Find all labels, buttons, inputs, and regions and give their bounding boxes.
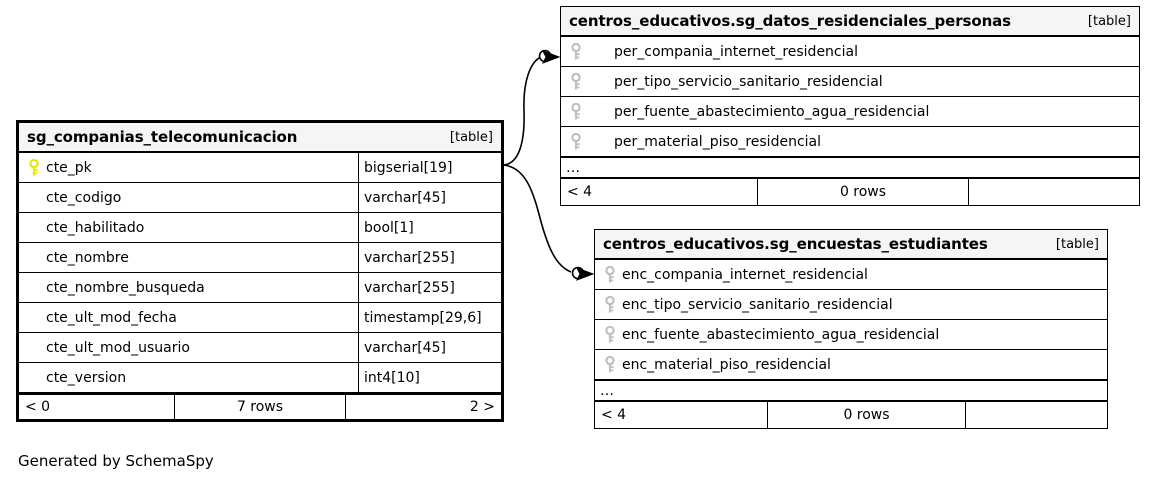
foreign-key-icon (602, 265, 618, 284)
column-name-cell: enc_compania_internet_residencial (595, 260, 1107, 289)
table-title: centros_educativos.sg_encuestas_estudian… (603, 235, 988, 253)
table-row[interactable]: cte_ult_mod_fecha timestamp[29,6] (19, 303, 501, 333)
relationship-optional-marker-encuestas (571, 266, 585, 280)
column-name-cell: per_fuente_abastecimiento_agua_residenci… (561, 97, 1139, 126)
more-columns-indicator: … (561, 157, 1139, 179)
table-row[interactable]: enc_fuente_abastecimiento_agua_residenci… (595, 320, 1107, 350)
column-name-cell: cte_nombre (19, 243, 358, 272)
table-row[interactable]: per_fuente_abastecimiento_agua_residenci… (561, 97, 1139, 127)
footer-row-count: 7 rows (174, 395, 345, 419)
foreign-key-icon (602, 295, 618, 314)
relationship-crowfoot-encuestas (575, 267, 595, 281)
column-name-cell: enc_material_piso_residencial (595, 350, 1107, 379)
column-name: per_tipo_servicio_sanitario_residencial (614, 73, 883, 90)
footer-next-page[interactable] (968, 179, 1139, 205)
foreign-key-icon (568, 42, 584, 61)
column-name: per_compania_internet_residencial (614, 43, 858, 60)
column-type: varchar[255] (358, 273, 501, 302)
column-name-cell: cte_nombre_busqueda (19, 273, 358, 302)
table-row[interactable]: cte_ult_mod_usuario varchar[45] (19, 333, 501, 363)
table-title: centros_educativos.sg_datos_residenciale… (569, 12, 1011, 30)
column-type: varchar[45] (358, 333, 501, 362)
column-name: enc_material_piso_residencial (622, 356, 831, 373)
column-name-cell: cte_habilitado (19, 213, 358, 242)
column-name: cte_pk (46, 159, 92, 176)
foreign-key-icon (568, 72, 584, 91)
table-row[interactable]: per_compania_internet_residencial (561, 37, 1139, 67)
table-type-tag: [table] (1087, 13, 1131, 29)
table-header: sg_companias_telecomunicacion [table] (19, 123, 501, 153)
footer-prev-page[interactable]: < 4 (601, 407, 627, 423)
column-name: cte_version (46, 369, 127, 386)
relationship-optional-marker-datos (538, 49, 552, 63)
footer-next-page[interactable] (965, 402, 1107, 428)
column-name-cell: per_tipo_servicio_sanitario_residencial (561, 67, 1139, 96)
table-type-tag: [table] (1055, 236, 1099, 252)
table-row[interactable]: enc_compania_internet_residencial (595, 260, 1107, 290)
foreign-key-icon (568, 102, 584, 121)
table-centros-educativos-sg-datos-residenciales-personas[interactable]: centros_educativos.sg_datos_residenciale… (560, 6, 1140, 206)
column-type: bigserial[19] (358, 153, 501, 182)
column-type: bool[1] (358, 213, 501, 242)
column-name-cell: cte_ult_mod_fecha (19, 303, 358, 332)
foreign-key-icon (602, 325, 618, 344)
column-name-cell: per_material_piso_residencial (561, 127, 1139, 156)
table-row[interactable]: cte_pk bigserial[19] (19, 153, 501, 183)
table-row[interactable]: enc_tipo_servicio_sanitario_residencial (595, 290, 1107, 320)
table-sg-companias-telecomunicacion[interactable]: sg_companias_telecomunicacion [table] ct… (16, 120, 504, 422)
column-name: cte_nombre (46, 249, 129, 266)
table-row[interactable]: per_material_piso_residencial (561, 127, 1139, 157)
column-type: timestamp[29,6] (358, 303, 501, 332)
column-name-cell: per_compania_internet_residencial (561, 37, 1139, 66)
relationship-crowfoot-datos (541, 50, 561, 64)
foreign-key-icon (602, 355, 618, 374)
column-type: int4[10] (358, 363, 501, 392)
column-type: varchar[255] (358, 243, 501, 272)
footer-row-count: 0 rows (767, 402, 965, 428)
table-footer: < 0 7 rows 2 > (19, 393, 501, 419)
relationship-line-companias-to-datos (503, 56, 542, 166)
more-columns-indicator: … (595, 380, 1107, 402)
footer-row-count: 0 rows (757, 179, 968, 205)
table-row[interactable]: cte_habilitado bool[1] (19, 213, 501, 243)
table-footer: < 4 0 rows (561, 179, 1139, 205)
table-type-tag: [table] (449, 129, 493, 145)
table-header: centros_educativos.sg_datos_residenciale… (561, 7, 1139, 37)
column-name: cte_habilitado (46, 219, 145, 236)
column-name-cell: cte_codigo (19, 183, 358, 212)
primary-key-icon (26, 158, 42, 177)
column-name: per_fuente_abastecimiento_agua_residenci… (614, 103, 930, 120)
generated-by-caption: Generated by SchemaSpy (18, 452, 214, 470)
table-row[interactable]: cte_codigo varchar[45] (19, 183, 501, 213)
table-row[interactable]: cte_nombre varchar[255] (19, 243, 501, 273)
table-row[interactable]: cte_nombre_busqueda varchar[255] (19, 273, 501, 303)
column-name: enc_fuente_abastecimiento_agua_residenci… (622, 326, 940, 343)
table-footer: < 4 0 rows (595, 402, 1107, 428)
table-row[interactable]: per_tipo_servicio_sanitario_residencial (561, 67, 1139, 97)
footer-prev-page[interactable]: < 0 (25, 399, 51, 415)
table-title: sg_companias_telecomunicacion (27, 128, 298, 146)
column-name-cell: cte_version (19, 363, 358, 392)
column-name-cell: enc_fuente_abastecimiento_agua_residenci… (595, 320, 1107, 349)
column-name: per_material_piso_residencial (614, 133, 821, 150)
column-name: cte_codigo (46, 189, 122, 206)
column-name: cte_ult_mod_usuario (46, 339, 190, 356)
column-name: enc_tipo_servicio_sanitario_residencial (622, 296, 893, 313)
table-header: centros_educativos.sg_encuestas_estudian… (595, 230, 1107, 260)
table-row[interactable]: enc_material_piso_residencial (595, 350, 1107, 380)
table-row[interactable]: cte_version int4[10] (19, 363, 501, 393)
column-name-cell: cte_pk (19, 153, 358, 182)
column-name: cte_ult_mod_fecha (46, 309, 177, 326)
table-centros-educativos-sg-encuestas-estudiantes[interactable]: centros_educativos.sg_encuestas_estudian… (594, 229, 1108, 429)
column-name: cte_nombre_busqueda (46, 279, 205, 296)
column-type: varchar[45] (358, 183, 501, 212)
footer-prev-page[interactable]: < 4 (567, 184, 593, 200)
footer-next-page[interactable]: 2 > (345, 395, 501, 419)
column-name-cell: enc_tipo_servicio_sanitario_residencial (595, 290, 1107, 319)
column-name-cell: cte_ult_mod_usuario (19, 333, 358, 362)
foreign-key-icon (568, 132, 584, 151)
column-name: enc_compania_internet_residencial (622, 266, 868, 283)
